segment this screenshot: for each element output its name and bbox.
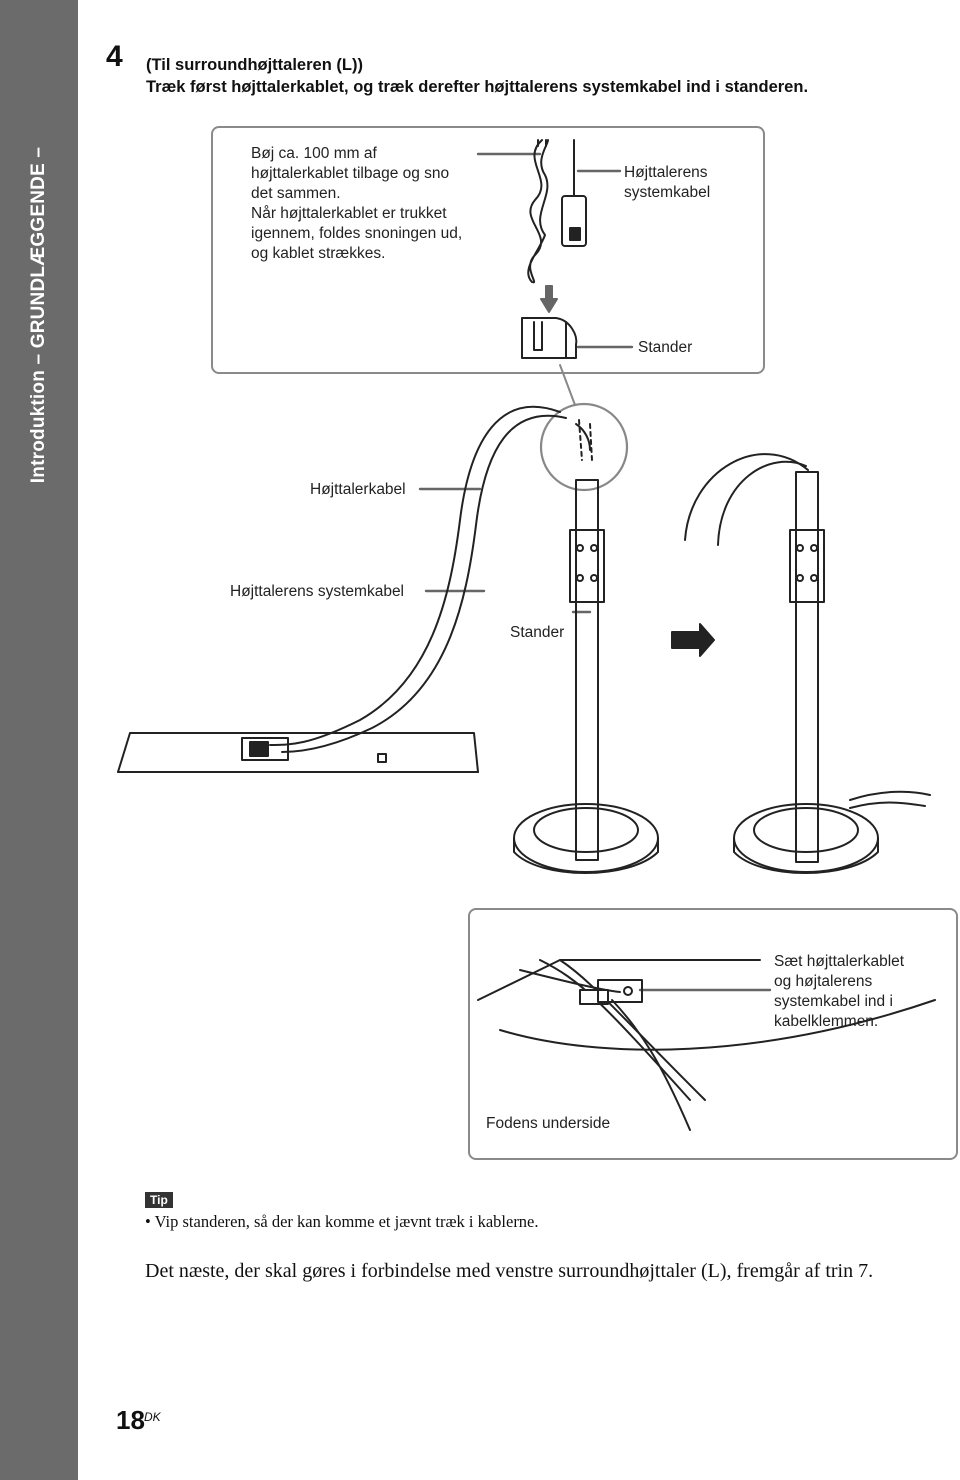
next-step-text: Det næste, der skal gøres i forbindelse … xyxy=(145,1260,874,1282)
cable-clamp-detail xyxy=(477,959,936,1131)
pole-top-detail xyxy=(521,317,578,359)
tip-badge: Tip xyxy=(145,1192,173,1208)
clamp-line-4: kabelklemmen. xyxy=(774,1013,879,1030)
page-number: 18 xyxy=(116,1405,145,1435)
tip-text: • Vip standeren, så der kan komme et jæv… xyxy=(145,1212,539,1231)
step-title-line-2: Træk først højttalerkablet, og træk dere… xyxy=(146,78,809,96)
bend-instruction-text: Bøj ca. 100 mm af højttalerkablet tilbag… xyxy=(251,144,462,264)
section-sidebar: Introduktion – GRUNDLÆGGENDE – xyxy=(0,0,78,1480)
cable-bundle xyxy=(269,405,593,753)
bend-line-5: igennem, foldes snoningen ud, xyxy=(251,225,463,242)
arrow-right-icon xyxy=(671,623,715,657)
step-title: (Til surroundhøjttaleren (L)) Træk først… xyxy=(146,54,808,98)
system-cable-top-line-2: systemkabel xyxy=(624,184,711,201)
clamp-line-3: systemkabel ind i xyxy=(774,993,893,1010)
stand-mid-label: Stander xyxy=(510,624,565,641)
stand-top-label: Stander xyxy=(638,339,693,356)
detail-box-clamp xyxy=(468,908,958,1160)
clamp-instruction-text: Sæt højttalerkablet og højtalerens syste… xyxy=(774,952,904,1032)
stand-right xyxy=(684,453,931,874)
step-title-line-1: (Til surroundhøjttaleren (L)) xyxy=(146,56,363,74)
detail-box-top xyxy=(211,126,765,374)
clamp-line-1: Sæt højttalerkablet xyxy=(774,953,905,970)
speaker-cable-label: Højttalerkabel xyxy=(310,481,406,498)
system-cable-top-label: Højttalerens systemkabel xyxy=(624,163,710,203)
bend-line-4: Når højttalerkablet er trukket xyxy=(251,205,447,222)
step-number: 4 xyxy=(106,40,123,73)
leader-lines xyxy=(418,152,772,992)
stand-left xyxy=(513,479,659,874)
bend-line-2: højttalerkablet tilbage og sno xyxy=(251,165,450,182)
arrow-down-icon xyxy=(540,285,558,313)
twisted-cable xyxy=(527,139,549,284)
system-cable-top-line-1: Højttalerens xyxy=(624,164,708,181)
bend-line-6: og kablet strækkes. xyxy=(251,245,386,262)
foot-underside-label: Fodens underside xyxy=(486,1115,611,1132)
page-language-suffix: DK xyxy=(144,1410,161,1424)
bend-line-1: Bøj ca. 100 mm af xyxy=(251,145,377,162)
clamp-line-2: og højtalerens xyxy=(774,973,873,990)
speaker-bar xyxy=(117,732,479,773)
bend-line-3: det sammen. xyxy=(251,185,341,202)
system-cable-plug xyxy=(561,139,587,247)
system-cable-label: Højttalerens systemkabel xyxy=(230,583,405,600)
